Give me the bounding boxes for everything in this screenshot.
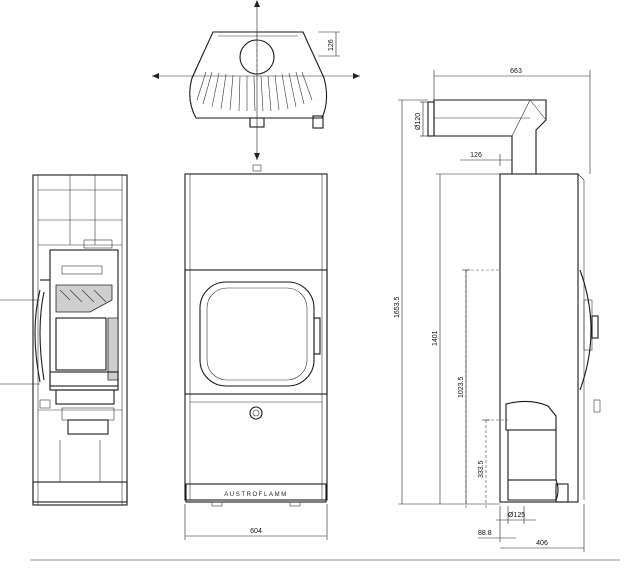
dim-air-inlet-offset: 88.8: [478, 530, 492, 537]
front-view: AUSTROFLAMM 604: [184, 173, 328, 540]
dim-flue-offset: 126: [470, 152, 482, 159]
side-view: 663 Ø120 126 1653.5 1401 1023.5 333.5 Ø1…: [394, 68, 601, 552]
dim-front-width: 604: [250, 528, 262, 535]
dim-flue-center-height: 1401: [432, 330, 439, 346]
dim-depth: 406: [536, 540, 548, 547]
section-view: [0, 174, 128, 506]
dim-top-offset: 126: [328, 39, 335, 51]
dim-total-depth: 663: [510, 68, 522, 75]
top-view: 126: [152, 0, 360, 172]
dim-center-height: 1023.5: [458, 376, 465, 398]
dim-air-inlet-diameter: Ø125: [508, 512, 525, 519]
dim-air-inlet-height: 333.5: [478, 460, 485, 478]
dim-total-height: 1653.5: [394, 296, 401, 318]
dim-flue-diameter: Ø120: [415, 113, 422, 130]
brand-label: AUSTROFLAMM: [224, 492, 288, 498]
